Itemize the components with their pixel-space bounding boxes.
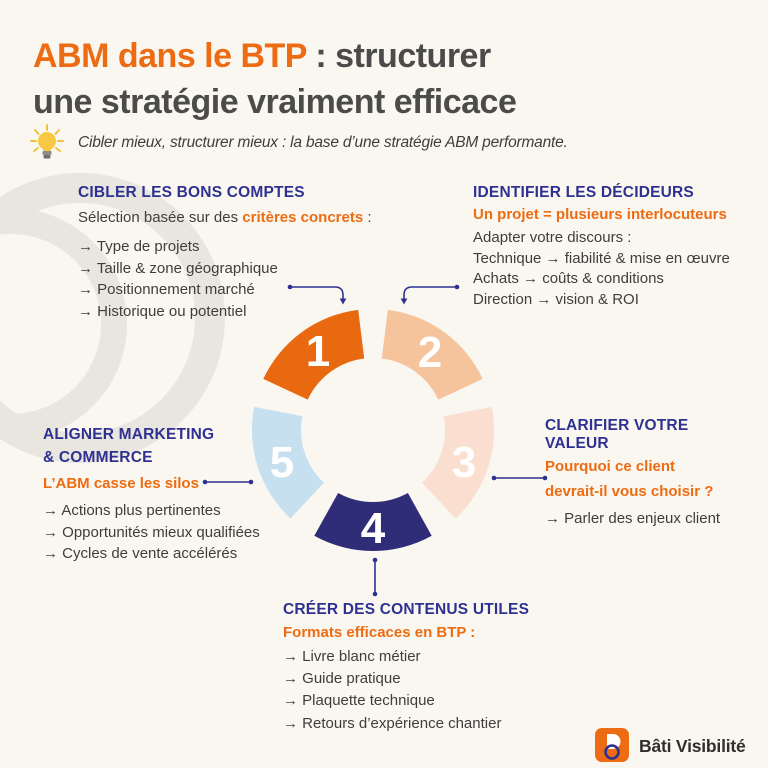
section-aligner-marketing-commerce: ALIGNER MARKETING & COMMERCE L’ABM casse … <box>43 423 283 565</box>
page-title: ABM dans le BTP : structurer une stratég… <box>33 33 517 125</box>
section-4-bullet-list: → Livre blanc métier → Guide pratique → … <box>283 646 583 735</box>
section-3-highlight-line-1: Pourquoi ce client <box>545 458 676 475</box>
subtitle-text: Cibler mieux, structurer mieux : la base… <box>78 134 568 151</box>
wheel-number-1: 1 <box>306 327 330 376</box>
section-2-line: Technique → fiabilité & mise en œuvre <box>473 249 730 267</box>
title-line-2: une stratégie vraiment efficace <box>33 83 517 121</box>
section-5-heading-line-2: & COMMERCE <box>43 449 153 466</box>
section-1-intro: Sélection basée sur des critères concret… <box>78 208 378 228</box>
section-2-heading: IDENTIFIER LES DÉCIDEURS <box>473 184 694 201</box>
wheel-segment-2 <box>381 309 483 400</box>
wheel-segments <box>251 309 495 551</box>
section-4-heading: CRÉER DES CONTENUS UTILES <box>283 601 530 618</box>
section-2-line: Direction → vision & ROI <box>473 290 639 308</box>
connector-section2-to-wheel <box>400 284 460 305</box>
brand-footer: Bâti Visibilité <box>595 728 746 765</box>
title-highlight: ABM dans le BTP <box>33 37 307 75</box>
bati-visibilite-logo-icon <box>595 728 629 762</box>
bullet-item: → Historique ou potentiel <box>78 302 247 320</box>
wheel-number-2: 2 <box>418 328 442 377</box>
wheel-number-4: 4 <box>361 504 386 553</box>
bullet-item: → Livre blanc métier <box>283 648 421 665</box>
section-4-highlight: Formats efficaces en BTP : <box>283 624 476 641</box>
bullet-item: → Actions plus pertinentes <box>43 502 221 519</box>
title-rest: : structurer <box>306 37 491 75</box>
section-3-bullet-list: → Parler des enjeux client <box>545 508 755 530</box>
bullet-item: → Guide pratique <box>283 670 401 688</box>
section-5-highlight: L’ABM casse les silos <box>43 475 199 492</box>
connector-arrows <box>202 284 548 597</box>
bullet-item: → Taille & zone géographique <box>78 259 278 277</box>
section-identifier-les-decideurs: IDENTIFIER LES DÉCIDEURS Un projet = plu… <box>473 184 753 310</box>
section-1-intro-suffix: : <box>363 209 372 226</box>
section-2-highlight: Un projet = plusieurs interlocuteurs <box>473 206 727 223</box>
section-2-line: Achats → coûts & conditions <box>473 270 664 287</box>
brand-name: Bâti Visibilité <box>639 736 746 756</box>
section-5-heading: ALIGNER MARKETING & COMMERCE <box>43 423 283 469</box>
section-1-intro-prefix: Sélection basée sur des <box>78 209 243 226</box>
subtitle-row: Cibler mieux, structurer mieux : la base… <box>28 121 568 165</box>
title-line-1: ABM dans le BTP : structurer <box>33 33 516 79</box>
bullet-item: → Parler des enjeux client <box>545 510 721 527</box>
section-1-bullet-list: → Type de projets → Taille & zone géogra… <box>78 236 378 322</box>
wheel-segment-1 <box>263 309 365 400</box>
bullet-item: → Opportunités mieux qualifiées <box>43 523 260 541</box>
bullet-item: → Retours d’expérience chantier <box>283 714 502 732</box>
connector-section3-to-wheel <box>491 475 548 481</box>
wheel-number-5: 5 <box>270 438 294 487</box>
bullet-item: → Cycles de vente accélérés <box>43 545 238 562</box>
connector-section1-to-wheel <box>287 284 347 305</box>
section-1-intro-highlight: critères concrets <box>242 209 364 226</box>
section-cibler-les-bons-comptes: CIBLER LES BONS COMPTES Sélection basée … <box>78 184 378 322</box>
lightbulb-icon <box>30 124 64 159</box>
wheel-segment-4 <box>314 493 432 551</box>
wheel-segment-5 <box>251 406 324 519</box>
bullet-item: → Plaquette technique <box>283 692 435 710</box>
section-5-bullet-list: → Actions plus pertinentes → Opportunité… <box>43 500 283 565</box>
section-clarifier-votre-valeur: CLARIFIER VOTRE VALEUR Pourquoi ce clien… <box>545 417 755 530</box>
section-3-heading: CLARIFIER VOTRE VALEUR <box>545 417 689 452</box>
section-2-line: Adapter votre discours : <box>473 229 632 246</box>
section-3-highlight-line-2: devrait-il vous choisir ? <box>545 483 714 500</box>
bullet-item: → Positionnement marché <box>78 281 255 298</box>
connector-section4-to-wheel <box>372 557 378 597</box>
wheel-numbers: 1 2 3 4 5 <box>270 327 476 553</box>
section-5-heading-line-1: ALIGNER MARKETING <box>43 426 215 443</box>
section-creer-des-contenus-utiles: CRÉER DES CONTENUS UTILES Formats effica… <box>283 601 583 735</box>
section-1-heading: CIBLER LES BONS COMPTES <box>78 184 305 201</box>
wheel-segment-3 <box>422 406 495 519</box>
connector-section5-to-wheel <box>202 479 254 485</box>
wheel-number-3: 3 <box>452 438 476 487</box>
bullet-item: → Type de projets <box>78 238 200 255</box>
